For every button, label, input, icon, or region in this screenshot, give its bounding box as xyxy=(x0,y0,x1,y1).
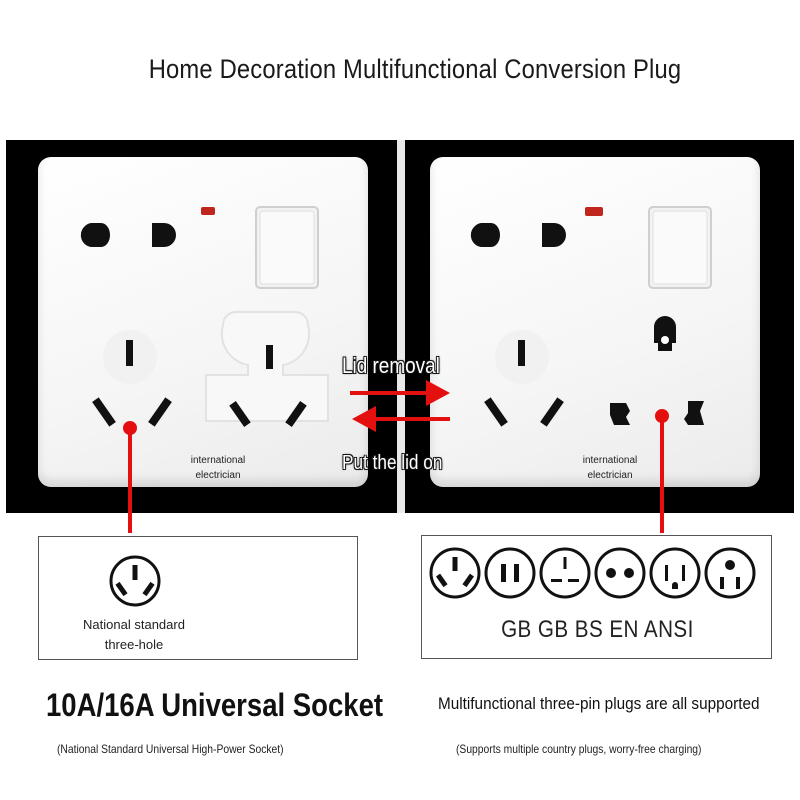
socket-subheadline: (National Standard Universal High-Power … xyxy=(57,742,284,756)
indicator-light xyxy=(201,207,215,215)
indicator-light xyxy=(585,207,603,216)
wall-socket-universal: international electrician xyxy=(430,157,760,487)
plugs-headline: Multifunctional three-pin plugs are all … xyxy=(438,694,760,713)
socket-headline: 10A/16A Universal Socket xyxy=(46,687,384,723)
national-standard-box: National standard three-hole xyxy=(38,536,358,660)
plug-standards-box: GB GB BS EN ANSI xyxy=(421,535,772,659)
wall-socket-lidded: international electrician xyxy=(38,157,368,487)
socket-faceplate-graphic xyxy=(470,206,712,427)
socket-faceplate-graphic xyxy=(80,206,329,427)
maker-label: international electrician xyxy=(190,455,246,481)
earth-pin-hole xyxy=(126,340,133,366)
maker-label: international electrician xyxy=(582,455,638,481)
national-standard-caption: National standard three-hole xyxy=(83,617,185,652)
plug-standards-text: GB GB BS EN ANSI xyxy=(501,616,694,643)
ansi-icon xyxy=(649,547,701,599)
universal-earth-hole xyxy=(654,316,676,351)
socket-photo-lidded: international electrician xyxy=(6,140,397,513)
round-earth-icon xyxy=(704,547,756,599)
socket-photo-unlidded: international electrician xyxy=(405,140,794,513)
three-hole-icon xyxy=(429,547,481,599)
plug-type-icons xyxy=(429,547,756,599)
leader-dot-left xyxy=(123,421,137,435)
plugs-subheadline: (Supports multiple country plugs, worry-… xyxy=(456,742,702,756)
put-lid-on-label: Put the lid on xyxy=(342,452,443,474)
flat-two-pin-icon xyxy=(484,547,536,599)
bs-icon xyxy=(539,547,591,599)
universal-neutral-hole xyxy=(684,401,704,425)
lid-removal-label: Lid removal xyxy=(342,353,440,378)
two-pin-hole-right xyxy=(152,223,176,247)
page-title: Home Decoration Multifunctional Conversi… xyxy=(148,54,682,84)
panel-divider xyxy=(397,140,405,513)
leader-dot-right xyxy=(655,409,669,423)
three-hole-outlet-icon xyxy=(109,555,161,607)
en-icon xyxy=(594,547,646,599)
universal-live-hole xyxy=(610,403,630,425)
